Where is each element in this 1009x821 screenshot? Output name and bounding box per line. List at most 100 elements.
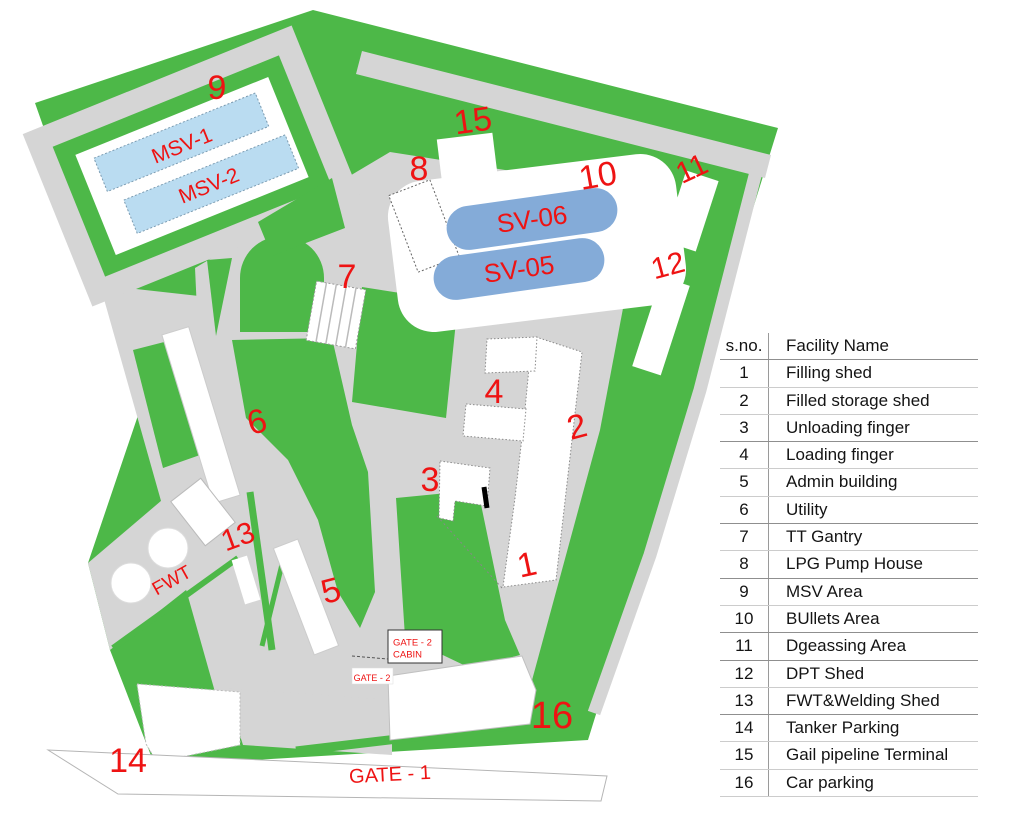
gate-paved-area (225, 688, 392, 755)
legend-facility-name: TT Gantry (768, 523, 978, 552)
tt-gantry (305, 280, 367, 350)
legend-facility-name: FWT&Welding Shed (768, 687, 978, 716)
legend-facility-name: Gail pipeline Terminal (768, 741, 978, 770)
green-strip-fwt-edge (111, 555, 240, 651)
legend-sno: 10 (720, 605, 769, 634)
legend-sno: 1 (720, 359, 769, 388)
legend-sno: 3 (720, 414, 769, 443)
map-marker-9: 9 (208, 69, 227, 107)
legend-header-name: Facility Name (768, 333, 978, 361)
loading-finger-lower (462, 403, 527, 442)
legend-sno: 8 (720, 550, 769, 579)
legend-facility-name: Utility (768, 496, 978, 525)
map-marker-7: 7 (338, 258, 357, 296)
green-island-central (232, 338, 375, 628)
map-label-gate-2-cabin-2: CABIN (393, 650, 422, 661)
map-label-gate-2-cabin-1: GATE - 2 (393, 638, 432, 649)
legend-facility-name: BUllets Area (768, 605, 978, 634)
fwt-tank-1 (110, 562, 152, 604)
map-label-gate-2: GATE - 2 (354, 673, 391, 683)
unloading-finger-dock-mark (481, 486, 490, 509)
legend-sno: 7 (720, 523, 769, 552)
gail-pipeline-terminal-building (436, 132, 498, 180)
gate-2-barrier (351, 655, 389, 660)
map-marker-3: 3 (421, 461, 440, 499)
legend-sno: 15 (720, 741, 769, 770)
loop-green-triangle (207, 258, 232, 336)
msv-2-vessel (123, 134, 300, 235)
legend-sno: 6 (720, 496, 769, 525)
map-marker-4: 4 (485, 373, 504, 411)
legend-sno: 14 (720, 714, 769, 743)
fence-dashed-line (436, 515, 503, 589)
tanker-parking-lot (136, 683, 241, 763)
degassing-area-building (663, 170, 719, 252)
sv-05-bullet (433, 238, 605, 300)
legend-sno: 12 (720, 660, 769, 688)
loading-finger-upper (484, 336, 538, 374)
legend-facility-name: Loading finger (768, 441, 978, 470)
filled-storage-shed (502, 336, 583, 588)
legend-facility-name: Tanker Parking (768, 714, 978, 743)
legend-facility-name: Dgeassing Area (768, 632, 978, 661)
legend-facility-name: Filling shed (768, 359, 978, 388)
legend-facility-name: Unloading finger (768, 414, 978, 443)
legend-facility-name: LPG Pump House (768, 550, 978, 579)
legend-sno: 13 (720, 687, 769, 716)
dpt-shed-building (632, 276, 690, 376)
legend-facility-name: Admin building (768, 468, 978, 497)
perimeter-road-top (356, 51, 771, 178)
fwt-tank-2 (147, 527, 189, 569)
shed-13-strip (231, 555, 261, 605)
legend-sno: 5 (720, 468, 769, 497)
gate-2-label-box (351, 667, 394, 685)
legend-row: 8 LPG Pump House (720, 550, 978, 579)
map-marker-14: 14 (109, 742, 147, 780)
msv-1-vessel (93, 92, 270, 193)
legend-sno: 9 (720, 578, 769, 606)
utility-building (161, 326, 241, 504)
legend-facility-name: Filled storage shed (768, 387, 978, 415)
admin-building (272, 538, 340, 656)
map-marker-15: 15 (452, 100, 495, 143)
perimeter-road-right (587, 166, 764, 716)
legend-sno: 4 (720, 441, 769, 470)
map-marker-8: 8 (410, 150, 429, 188)
legend-sno: 11 (720, 632, 769, 661)
legend-header-row: s.no. Facility Name (720, 333, 978, 361)
green-island-south (396, 490, 520, 668)
legend-facility-name: DPT Shed (768, 660, 978, 688)
legend-header-sno: s.no. (720, 333, 769, 361)
gate-2-cabin-box (387, 629, 443, 664)
unloading-finger (438, 460, 491, 522)
msv-area-compound (22, 25, 362, 307)
legend-sno: 16 (720, 769, 769, 798)
msv-loop-green-wedge (258, 178, 345, 256)
legend-facility-name: MSV Area (768, 578, 978, 606)
legend-facility-name: Car parking (768, 769, 978, 798)
car-parking-area (387, 655, 537, 741)
gate-1-road (46, 749, 608, 802)
green-strip-west (133, 340, 200, 468)
loop-green-arch (240, 236, 324, 332)
welding-shed (170, 477, 236, 547)
map-label-gate-1: GATE - 1 (349, 762, 432, 788)
